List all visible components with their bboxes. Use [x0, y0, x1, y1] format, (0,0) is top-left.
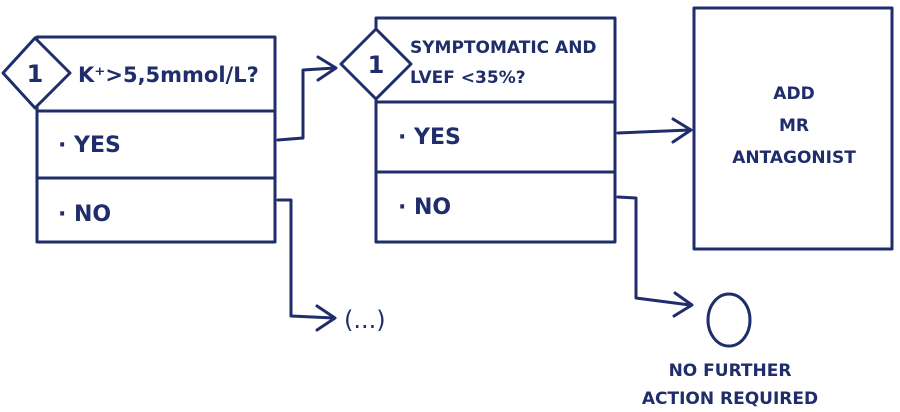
step-diamond: [339, 27, 413, 101]
connector-line: [616, 195, 692, 307]
action-line-3: ANTAGONIST: [732, 148, 856, 168]
option-yes: · YES: [398, 125, 461, 150]
decision-box-potassium-frame: [35, 35, 277, 244]
question-lvef-line-1: SYMPTOMATIC AND: [410, 38, 597, 58]
arrow-head: [671, 117, 693, 144]
question-lvef-line-2: LVEF <35%?: [410, 68, 526, 88]
action-box-frame: [692, 6, 894, 251]
connector-line: [276, 198, 336, 320]
step-number: 1: [27, 60, 44, 88]
connector-line: [276, 66, 337, 142]
arrow-yes-to-action: [616, 117, 693, 144]
action-box: ADD MR ANTAGONIST: [692, 6, 894, 251]
arrow-no-to-end: [616, 195, 694, 318]
end-line-1: NO FURTHER: [669, 361, 792, 381]
end-circle: [706, 292, 752, 348]
step-number: 1: [368, 51, 385, 79]
question-potassium: K⁺>5,5mmol/L?: [78, 63, 259, 87]
action-line-1: ADD: [773, 84, 814, 104]
option-no: · NO: [58, 202, 111, 227]
end-node: NO FURTHER ACTION REQUIRED: [642, 292, 818, 409]
decision-box-potassium: 1 K⁺>5,5mmol/L? · YES · NO: [1, 35, 277, 244]
action-line-2: MR: [779, 116, 809, 136]
option-yes: · YES: [58, 133, 121, 158]
continuation-text: (...): [344, 306, 386, 334]
arrow-head: [316, 55, 338, 82]
arrow-yes-to-lvef: [276, 55, 338, 142]
decision-box-lvef-frame: [374, 16, 617, 244]
option-no: · NO: [398, 195, 451, 220]
arrow-no-to-continuation: [276, 198, 337, 332]
end-line-2: ACTION REQUIRED: [642, 389, 818, 409]
step-diamond: [1, 36, 72, 110]
arrow-head: [672, 291, 694, 318]
arrow-head: [315, 304, 337, 332]
connector-line: [616, 128, 692, 135]
decision-box-lvef: 1 SYMPTOMATIC AND LVEF <35%? · YES · NO: [339, 16, 617, 244]
